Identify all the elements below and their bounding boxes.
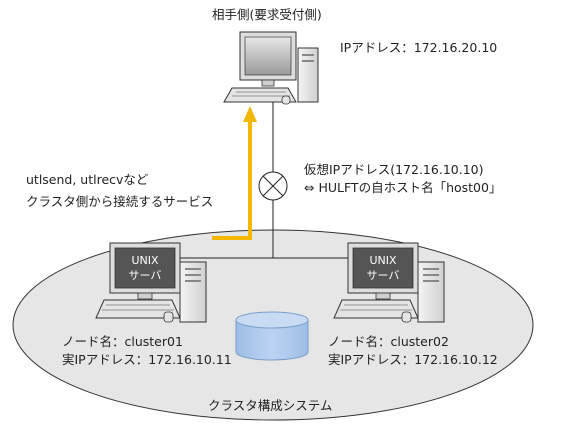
virtual-ip-line2: ⇔ HULFTの自ホスト名「host00」 — [304, 180, 502, 195]
partner-host-ip: IPアドレス：172.16.20.10 — [340, 40, 498, 55]
server-right-computer-icon — [333, 242, 445, 323]
server-right-node-name: ノード名：cluster02 — [328, 334, 449, 349]
virtual-ip-icon — [258, 171, 288, 201]
shared-disk-icon — [235, 311, 309, 361]
server-left-computer-icon — [95, 242, 207, 323]
server-right-ip: 実IPアドレス：172.16.10.12 — [328, 352, 498, 367]
services-line1: utlsend, utlrecvなど — [26, 172, 149, 187]
server-right-screen-line1: UNIX — [369, 254, 397, 267]
server-left-node-name: ノード名：cluster01 — [62, 334, 183, 349]
server-left-screen-line2: サーバ — [129, 269, 162, 282]
service-arrow — [212, 106, 257, 240]
server-left-ip: 実IPアドレス：172.16.10.11 — [62, 352, 232, 367]
partner-host-computer-icon — [223, 31, 319, 105]
cluster-label: クラスタ構成システム — [208, 398, 333, 413]
server-left-screen-line1: UNIX — [131, 254, 159, 267]
server-right-screen-line2: サーバ — [367, 269, 400, 282]
partner-host-title: 相手側(要求受付側) — [212, 7, 322, 22]
services-line2: クラスタ側から接続するサービス — [26, 194, 214, 209]
virtual-ip-line1: 仮想IPアドレス(172.16.10.10) — [304, 162, 484, 177]
